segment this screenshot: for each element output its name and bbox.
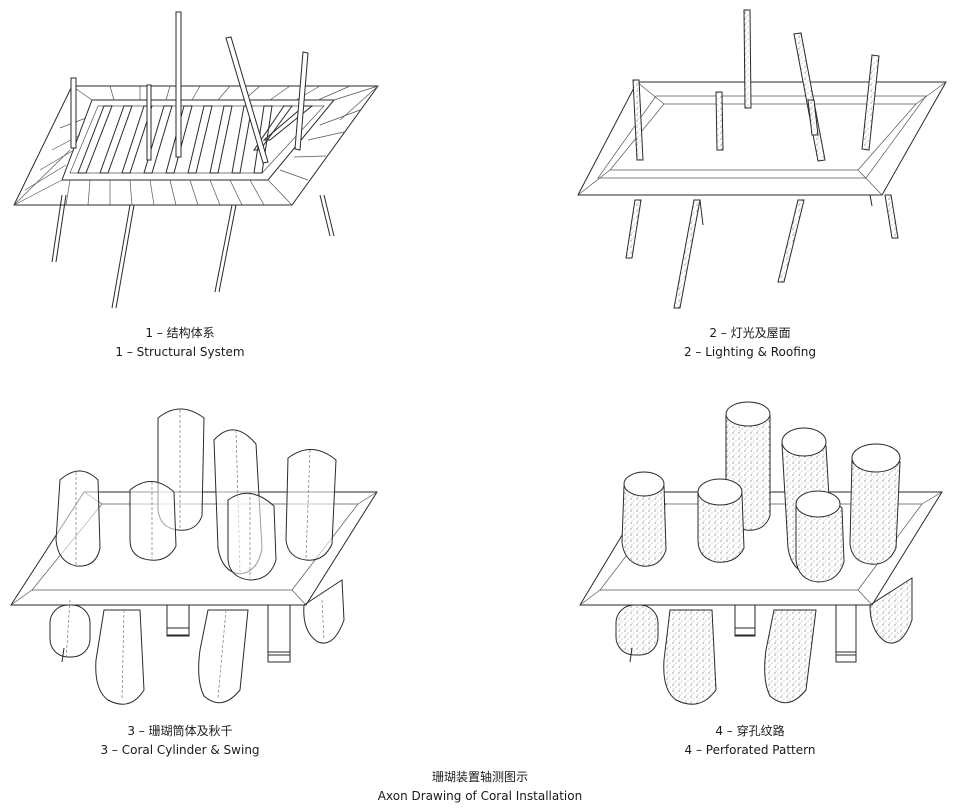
figure-title: 珊瑚装置轴测图示 Axon Drawing of Coral Installat… — [330, 768, 630, 806]
caption-en: 2 – Lighting & Roofing — [683, 345, 817, 359]
caption-cn: 2 – 灯光及屋面 — [709, 326, 791, 340]
figure-title-en: Axon Drawing of Coral Installation — [377, 789, 583, 803]
caption-lighting-roofing: 2 – 灯光及屋面 2 – Lighting & Roofing — [600, 324, 900, 362]
caption-structural-system: 1 – 结构体系 1 – Structural System — [30, 324, 330, 362]
caption-en: 1 – Structural System — [115, 345, 245, 359]
caption-cn: 3 – 珊瑚筒体及秋千 — [127, 724, 233, 738]
caption-cn: 4 – 穿孔纹路 — [715, 724, 785, 738]
caption-en: 3 – Coral Cylinder & Swing — [100, 743, 260, 757]
structural-system-drawing — [13, 11, 379, 309]
coral-cylinder-swing-drawing — [10, 408, 378, 705]
figure-title-cn: 珊瑚装置轴测图示 — [431, 770, 528, 784]
caption-perforated-pattern: 4 – 穿孔纹路 4 – Perforated Pattern — [600, 722, 900, 760]
caption-en: 4 – Perforated Pattern — [684, 743, 816, 757]
caption-coral-cylinder-swing: 3 – 珊瑚筒体及秋千 3 – Coral Cylinder & Swing — [30, 722, 330, 760]
caption-cn: 1 – 结构体系 — [145, 326, 215, 340]
lighting-roofing-drawing — [577, 9, 947, 309]
perforated-pattern-drawing — [579, 401, 943, 705]
